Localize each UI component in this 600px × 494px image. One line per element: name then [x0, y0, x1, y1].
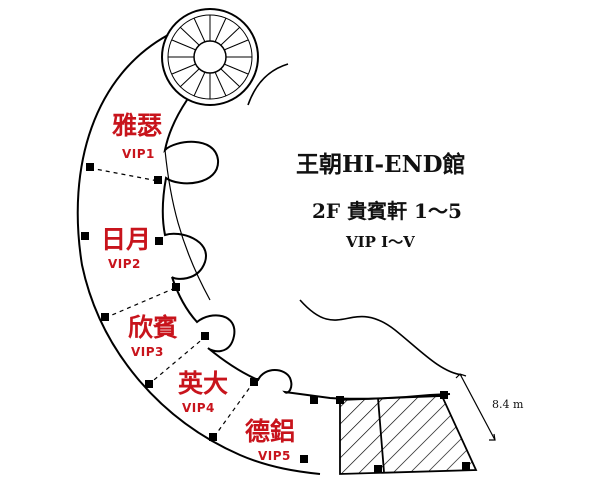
room-vip2[interactable]: 日月 VIP2: [101, 225, 151, 271]
upper-arc: [247, 63, 289, 106]
room-vip1[interactable]: 雅瑟 VIP1: [112, 111, 162, 161]
room-code: VIP2: [108, 257, 141, 271]
outer-wall: [76, 34, 321, 475]
hatched-area: [339, 395, 478, 475]
room-vip3[interactable]: 欣賓 VIP3: [128, 313, 178, 359]
room-dividers: [89, 167, 254, 438]
title-line2: 2F 貴賓軒 1～5: [312, 199, 462, 223]
room-name: 英大: [178, 369, 228, 398]
room-code: VIP3: [131, 345, 164, 359]
spiral-staircase: [161, 8, 259, 106]
wall-posts: [81, 163, 470, 473]
room-code: VIP4: [182, 401, 215, 415]
inner-curve: [164, 149, 211, 301]
room-vip5[interactable]: 德鋁 VIP5: [245, 417, 295, 463]
room-code: VIP5: [258, 449, 291, 463]
room-name: 德鋁: [245, 417, 295, 446]
dimension-label: 8.4 m: [492, 398, 524, 411]
title-line3: VIP Ⅰ～Ⅴ: [345, 233, 415, 251]
room-name: 欣賓: [128, 313, 178, 342]
room-name: 日月: [101, 225, 151, 254]
room-name: 雅瑟: [112, 111, 162, 140]
title-line1: 王朝HI-END館: [296, 151, 466, 178]
room-vip4[interactable]: 英大 VIP4: [178, 369, 228, 415]
room-code: VIP1: [122, 147, 155, 161]
floor-boundary: [299, 299, 463, 376]
dimension-marker: [455, 373, 496, 441]
inner-wall: [161, 99, 451, 400]
